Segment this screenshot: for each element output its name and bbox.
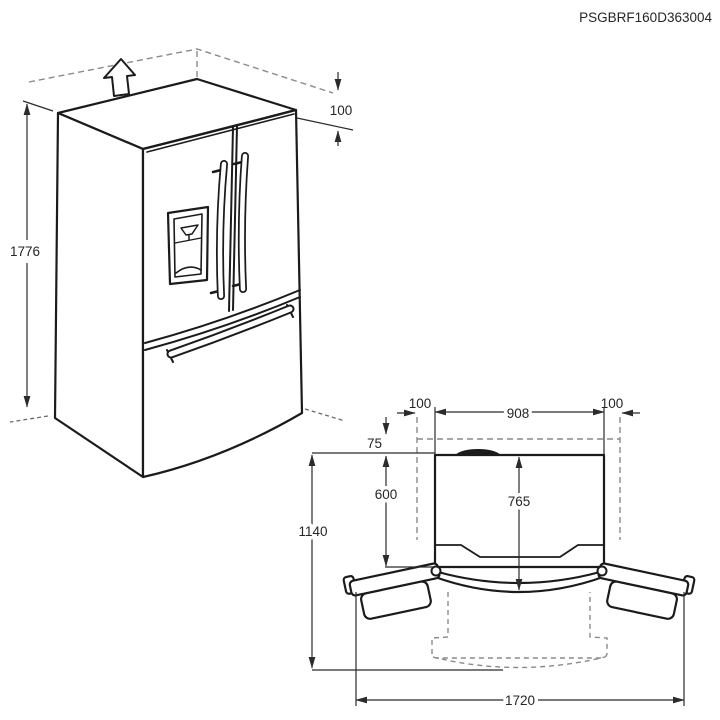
dim-label-top-clearance: 100 <box>330 103 353 118</box>
hinge-cover <box>455 449 501 455</box>
up-arrow-icon <box>103 58 136 97</box>
dim-label-left-clearance: 100 <box>409 396 432 411</box>
top-plan-view: 908 100 100 75 600 765 <box>295 396 696 712</box>
dimension-rear-clearance: 75 <box>367 417 390 451</box>
left-door-open <box>342 562 441 620</box>
dimension-width: 908 <box>434 403 605 454</box>
left-door-handle <box>209 160 228 300</box>
dim-label-open-width: 1720 <box>505 693 535 708</box>
dimension-total-depth: 765 <box>504 456 534 591</box>
dimension-left-clearance: 100 <box>397 396 432 417</box>
left-hinge <box>430 565 442 577</box>
door-top-edge <box>146 113 295 153</box>
dim-label-total-depth: 765 <box>508 494 531 509</box>
dimension-height: 1776 <box>6 100 54 408</box>
water-dispenser <box>166 205 210 286</box>
door-seam <box>228 125 238 312</box>
clearance-outline-dashed <box>416 417 621 540</box>
dim-label-rear-clearance: 75 <box>367 436 382 451</box>
dimension-right-clearance: 100 <box>601 396 640 417</box>
left-side-panel <box>53 111 145 479</box>
dimension-open-width: 1720 <box>355 592 685 712</box>
dim-label-width: 908 <box>507 406 530 421</box>
dispenser-spout-icon <box>180 224 199 241</box>
front-perspective-view: 1776 100 <box>6 48 354 479</box>
dim-label-height: 1776 <box>10 244 40 259</box>
dimension-cabinet-depth: 600 <box>371 455 434 568</box>
drawer-extended-dashed <box>431 592 608 669</box>
dimension-top-clearance: 100 <box>296 72 354 146</box>
drawer-handle <box>166 304 295 363</box>
dim-label-cabinet-depth: 600 <box>375 487 398 502</box>
right-door-handle <box>231 152 249 293</box>
refrigerator-body <box>9 77 346 479</box>
dimension-open-depth: 1140 <box>295 452 503 671</box>
document-code: PSGBRF160D363004 <box>579 10 712 25</box>
clearance-plane-dashed <box>28 48 334 94</box>
dim-label-open-depth: 1140 <box>298 524 327 539</box>
dim-label-right-clearance: 100 <box>601 396 624 411</box>
right-door-open <box>597 562 696 620</box>
right-hinge <box>596 565 608 577</box>
freezer-divider-band <box>144 289 301 351</box>
